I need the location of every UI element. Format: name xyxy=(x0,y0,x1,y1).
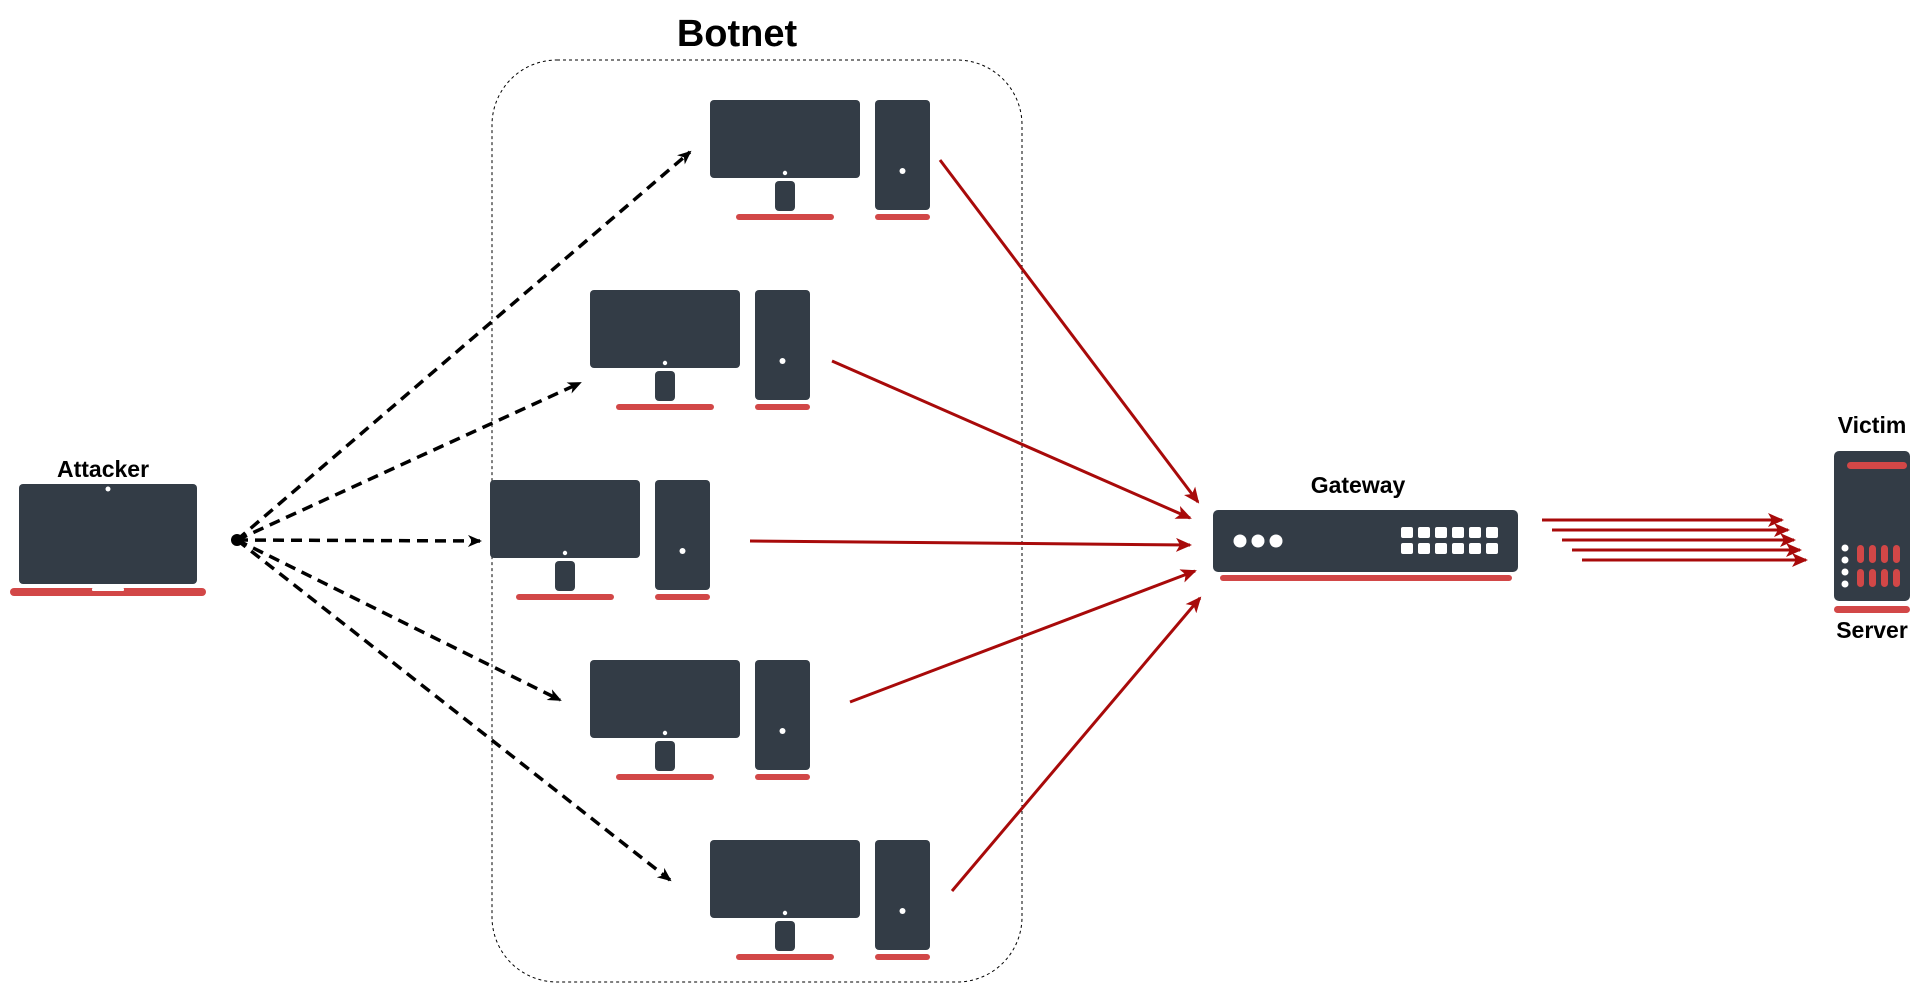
desktop-computer-icon xyxy=(590,290,810,410)
victim-label: Victim xyxy=(1837,412,1907,438)
attack-arrow-1 xyxy=(938,159,1200,504)
attack-arrow-5 xyxy=(950,596,1202,892)
command-arrow-3 xyxy=(236,534,482,547)
server-icon xyxy=(1834,451,1910,613)
desktop-computer-icon xyxy=(710,840,930,960)
desktop-computer-icon xyxy=(590,660,810,780)
attack-arrow-2 xyxy=(831,359,1192,520)
command-arrows xyxy=(231,150,692,882)
desktop-computer-icon xyxy=(710,100,930,220)
attack-arrow-3 xyxy=(749,537,1192,552)
attacker-label: Attacker xyxy=(56,456,150,482)
desktop-computer-icon xyxy=(490,480,710,600)
command-origin-dot xyxy=(231,534,243,546)
command-arrow-1 xyxy=(235,150,692,542)
flood-arrows xyxy=(1542,513,1808,567)
attack-arrow-4 xyxy=(849,569,1197,704)
server-label: Server xyxy=(1836,617,1908,643)
attack-arrows xyxy=(749,159,1202,892)
botnet-title: Botnet xyxy=(676,13,798,55)
router-icon xyxy=(1213,510,1518,581)
command-arrow-5 xyxy=(235,538,672,882)
command-arrow-2 xyxy=(236,381,582,542)
gateway-label: Gateway xyxy=(1310,472,1406,498)
laptop-icon xyxy=(10,484,206,596)
command-arrow-4 xyxy=(236,538,562,702)
